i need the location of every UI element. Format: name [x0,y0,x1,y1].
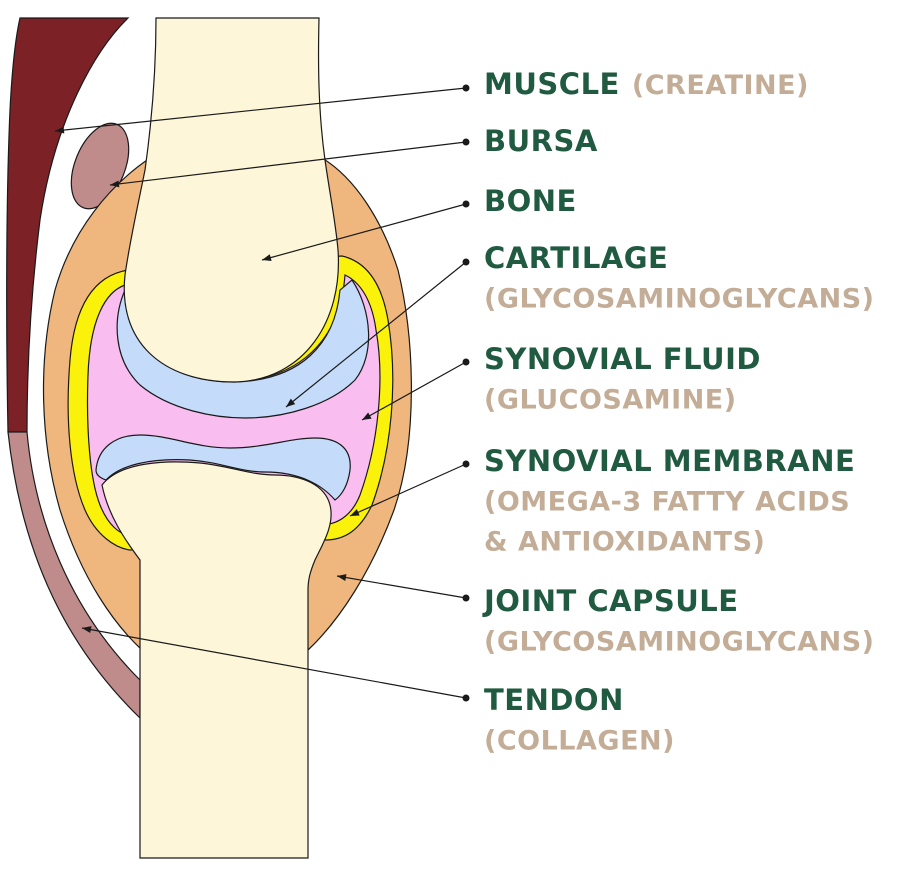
synovial-membrane-leader-dot [462,460,470,468]
cartilage-label-detail-1: (GLYCOSAMINOGLYCANS) [484,284,875,315]
muscle-label: MUSCLE (CREATINE) [484,67,809,101]
synovial-membrane-label: SYNOVIAL MEMBRANE [484,444,855,478]
cartilage-arrowhead [286,398,296,407]
joint-capsule-label-name: JOINT CAPSULE [482,584,739,618]
synovial-fluid-leader-line [361,361,467,421]
cartilage-lower-shape [95,434,351,501]
bursa-label-name: BURSA [484,124,598,158]
synovial-membrane-label-detail-1: (OMEGA-3 FATTY ACIDS [484,487,850,518]
tendon-label: TENDON [484,683,624,717]
synovial-membrane-leader-line [349,463,467,517]
muscle-label-detail: (CREATINE) [632,70,809,101]
leader-lines [54,84,470,702]
synovial-fluid-arrowhead [362,412,372,420]
tendon-arrowhead [82,626,92,634]
joint-capsule-arrowhead [337,574,347,581]
joint-capsule-leader-dot [462,594,470,602]
muscle-leader-line [54,87,467,132]
cartilage-label-name: CARTILAGE [484,241,668,275]
cartilage-leader-line [285,261,467,408]
muscle-shape [6,17,130,433]
muscle-arrowhead [55,126,65,134]
cartilage-label: CARTILAGE [484,241,668,275]
bone-leader-line [261,203,467,261]
tendon-leader-line [81,627,467,699]
tendon-leader-dot [462,694,470,702]
synovial-fluid-label-name: SYNOVIAL FLUID [484,342,761,376]
synovial-fluid-label: SYNOVIAL FLUID [484,342,761,376]
muscle-leader-dot [462,84,470,92]
joint-capsule-label: JOINT CAPSULE [482,584,739,618]
bursa-arrowhead [110,180,120,188]
bone-label: BONE [484,184,577,218]
tendon-label-detail-1: (COLLAGEN) [484,726,675,757]
synovial-membrane-label-name: SYNOVIAL MEMBRANE [484,444,855,478]
muscle-label-name: MUSCLE [484,67,620,101]
bone-upper-shape [123,17,340,383]
cartilage-leader-dot [462,258,470,266]
joint-capsule-label-detail-1: (GLYCOSAMINOGLYCANS) [484,627,875,658]
synovial-fluid-label-detail-1: (GLUCOSAMINE) [484,385,737,416]
synovial-membrane-label-detail-2: & ANTIOXIDANTS) [484,527,765,558]
bursa-leader-dot [462,138,470,146]
bone-label-name: BONE [484,184,577,218]
synovial-membrane-arrowhead [350,509,360,516]
bone-leader-dot [462,200,470,208]
bone-arrowhead [262,254,272,261]
synovial-fluid-leader-dot [462,358,470,366]
tendon-label-name: TENDON [484,683,624,717]
bursa-label: BURSA [484,124,598,158]
bursa-leader-line [109,141,467,186]
labels: MUSCLE (CREATINE) BURSA BONE CARTILAGE (GLYCO… [482,67,875,757]
bone-lower-shape [101,461,332,859]
joint-capsule-leader-line [336,575,467,599]
